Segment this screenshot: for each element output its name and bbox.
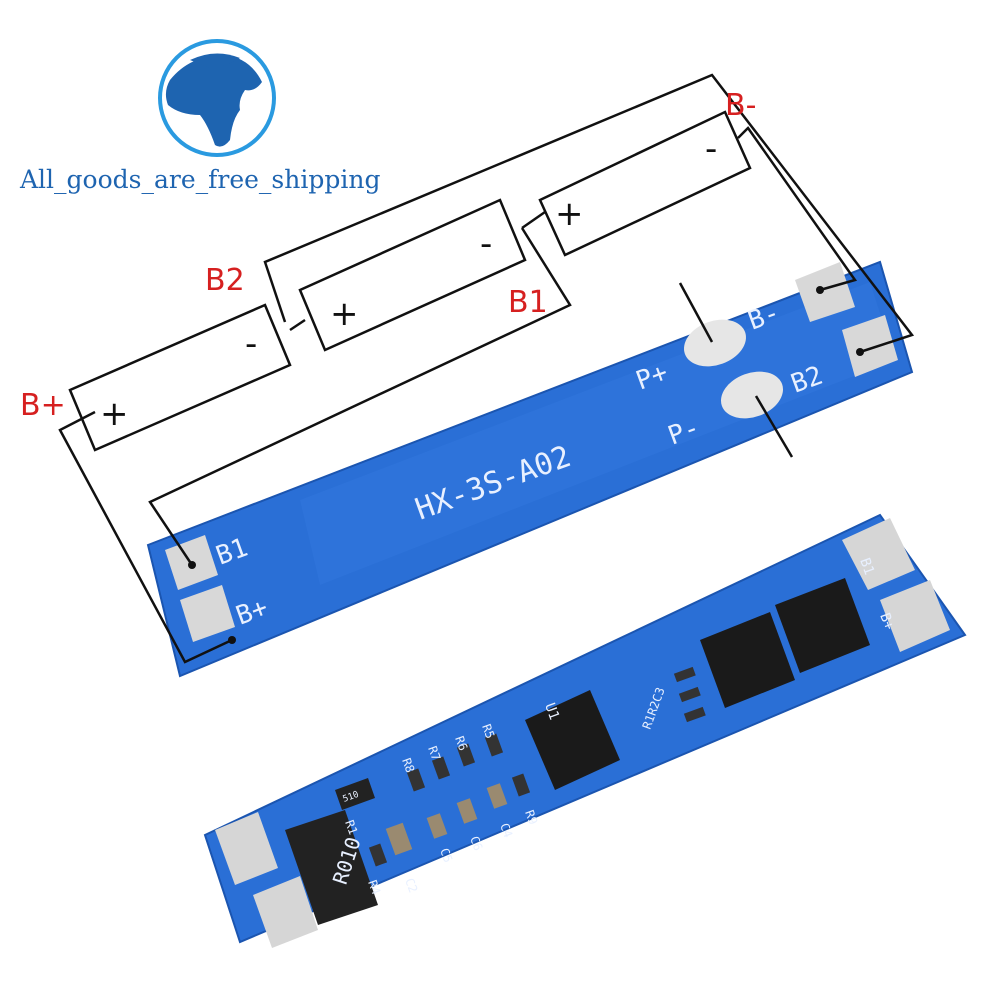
pad-p-minus xyxy=(721,371,783,419)
battery-3-minus: - xyxy=(705,129,717,169)
label-b-plus: B+ xyxy=(20,388,66,423)
pad-b-minus xyxy=(795,262,855,322)
battery-pack xyxy=(68,110,752,452)
silk-b1: B1 xyxy=(856,556,877,577)
silk-label: C5 xyxy=(437,846,455,864)
pcb-bottom: R010 510 U1 R1 C2 xyxy=(203,513,967,948)
ic-u1-label: U1 xyxy=(541,701,562,722)
silk-label: R6 xyxy=(452,734,470,752)
pad-bottom-2 xyxy=(253,876,318,948)
battery-2-plus: + xyxy=(330,294,359,334)
silk-label: R5 xyxy=(479,722,497,740)
pad-p-plus xyxy=(684,319,746,367)
silk-label: R1 xyxy=(342,818,360,836)
battery-2-minus: - xyxy=(480,224,492,264)
mosfet-1 xyxy=(700,612,795,708)
logo-text: All_goods_are_free_shipping xyxy=(19,165,380,194)
globe-icon xyxy=(158,39,276,157)
label-b1: B1 xyxy=(508,285,548,320)
pcb-top: B1 B+ B- B2 P+ P- HX-3S-A02 xyxy=(146,260,914,678)
silk-label: R9 xyxy=(522,808,540,826)
pad-bottom-b1 xyxy=(842,518,915,590)
battery-3 xyxy=(538,110,752,257)
battery-1-minus: - xyxy=(245,324,257,364)
silk-label: R7 xyxy=(425,744,443,762)
battery-1 xyxy=(68,303,292,452)
silk-label: R4 xyxy=(365,878,383,896)
battery-1-plus: + xyxy=(100,394,129,434)
silk-label: R8 xyxy=(399,756,417,774)
pad-bottom-1 xyxy=(215,812,278,885)
silk-label: C6 xyxy=(467,834,485,852)
pad-bottom-b-plus xyxy=(880,580,950,652)
ic-u1 xyxy=(525,690,620,790)
pad-b-plus xyxy=(180,585,235,642)
mosfet-2 xyxy=(775,578,870,673)
silk-b-plus: B+ xyxy=(876,611,897,632)
battery-3-plus: + xyxy=(555,194,584,234)
battery-2 xyxy=(298,198,527,352)
pad-b2 xyxy=(842,315,898,377)
wires xyxy=(58,73,915,664)
shunt-resistor xyxy=(285,810,378,925)
silk-label: C2 xyxy=(402,876,420,894)
silk-label: C4 xyxy=(497,821,515,839)
label-b-minus: B- xyxy=(725,88,756,123)
label-b2: B2 xyxy=(205,263,245,298)
